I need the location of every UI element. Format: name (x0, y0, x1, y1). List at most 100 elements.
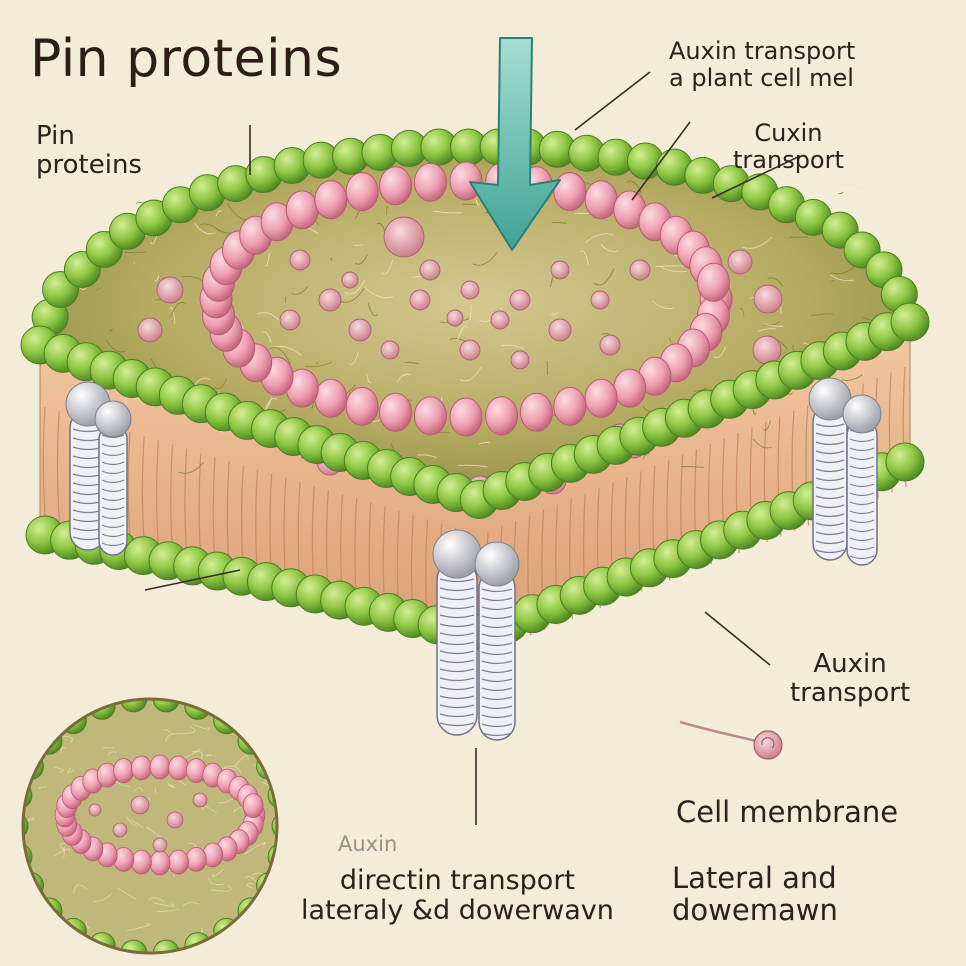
inset-vesicle (166, 811, 184, 829)
vesicle (752, 335, 782, 365)
title-pin-proteins: Pin proteins (30, 29, 343, 89)
vesicle (318, 288, 342, 312)
fiber (669, 337, 672, 342)
inset-head (152, 699, 180, 713)
lipid-tail (42, 406, 47, 528)
inset-fiber (266, 758, 277, 763)
inset-fiber (212, 868, 224, 878)
fiber (417, 454, 437, 459)
inset-fiber (252, 699, 255, 701)
fiber (260, 330, 272, 344)
fiber (829, 190, 854, 197)
fiber (763, 420, 771, 431)
fiber (600, 244, 619, 253)
inset-fiber (126, 923, 151, 932)
pin-protein-channel (94, 400, 132, 556)
fiber (741, 236, 773, 249)
inset-pink-bead (113, 758, 135, 784)
label-pin-proteins: Pin proteins (36, 121, 142, 181)
inset-fiber (23, 878, 33, 889)
vesicle (409, 289, 431, 311)
fiber (757, 328, 777, 332)
inset-fiber (217, 797, 234, 804)
inset-pink-bead (242, 793, 264, 819)
label-auxin-transport-top: Auxin transport a plant cell mel (669, 37, 856, 92)
fiber (271, 345, 302, 356)
vesicle (629, 259, 651, 281)
vesicle (459, 339, 481, 361)
inset-fiber (243, 841, 267, 855)
pink-protein-bead (519, 392, 553, 432)
inset-fiber (205, 754, 213, 757)
fiber (752, 438, 772, 449)
inset-fiber (39, 913, 48, 921)
vesicle (548, 318, 572, 342)
fiber (478, 441, 490, 445)
pink-protein-bead (413, 162, 447, 202)
pink-protein-bead (379, 166, 413, 206)
inset-pink-bead (168, 755, 189, 781)
inset-fiber (108, 751, 117, 756)
fiber (154, 275, 160, 282)
fiber (291, 286, 309, 295)
fiber (214, 378, 228, 390)
label-direction-transport: directin transport lateraly &d dowerwavn (301, 865, 614, 927)
fiber (457, 325, 469, 341)
inset-fiber (163, 729, 171, 734)
label-auxin-transport-right: Auxin transport (790, 649, 911, 709)
fiber (367, 302, 378, 317)
inset-fiber (23, 817, 35, 827)
inset-fiber (148, 897, 165, 903)
inset-head (213, 707, 241, 735)
inset-head (59, 917, 87, 945)
fiber (305, 361, 332, 368)
label-cell-membrane: Cell membrane (676, 795, 899, 829)
pin-protein-channel (432, 529, 482, 736)
fiber (108, 328, 113, 332)
inset-fiber (74, 934, 84, 942)
fiber (178, 461, 204, 474)
inset-fiber (60, 746, 67, 753)
pink-protein-bead (449, 161, 483, 201)
pink-protein-ring (199, 161, 733, 437)
inset-head (152, 939, 180, 953)
inset-fiber (38, 786, 47, 789)
inset-fiber (208, 878, 225, 886)
inset-magnified-view (21, 697, 279, 955)
vesicle (279, 309, 301, 331)
inset-head (271, 812, 277, 840)
fiber (830, 274, 854, 282)
inset-head (23, 871, 44, 899)
inset-head (120, 699, 148, 713)
inset-head (256, 753, 277, 781)
inset-fiber (55, 921, 61, 935)
inset-head (213, 917, 241, 945)
fiber (841, 374, 863, 381)
fiber (713, 347, 727, 359)
inset-fiber (272, 733, 277, 741)
vesicle (341, 271, 359, 289)
inset-pink-bead (149, 754, 171, 780)
inset-fiber (54, 848, 71, 857)
fiber (381, 259, 394, 275)
fiber (404, 361, 420, 365)
inset-fiber (234, 755, 249, 767)
inset-fiber (181, 902, 200, 907)
inset-fiber (145, 826, 162, 838)
fiber (268, 346, 291, 364)
phospholipid-head (885, 442, 925, 482)
inset-head (23, 812, 29, 840)
vesicle (490, 310, 510, 330)
inset-vesicle (88, 803, 102, 817)
fiber (468, 304, 472, 321)
fiber (811, 313, 834, 317)
inset-fiber (171, 726, 196, 735)
vesicle (727, 249, 753, 275)
inset-vesicle (152, 837, 168, 853)
auxin-flow-arrow (469, 37, 561, 251)
vesicle (753, 284, 783, 314)
label-faint-auxin: Auxin (338, 832, 398, 856)
fiber (585, 233, 614, 244)
